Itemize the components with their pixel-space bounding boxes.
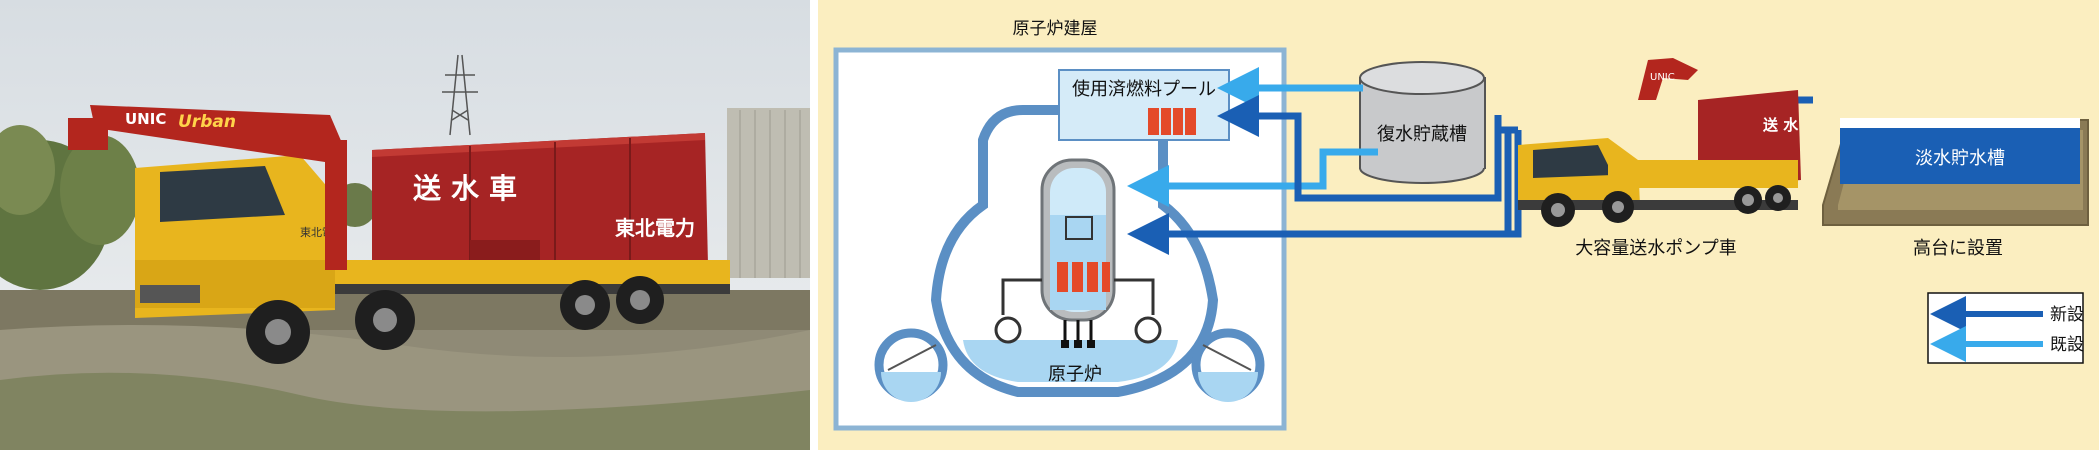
company-logo-text: 東北電力 bbox=[615, 216, 695, 240]
fuel-assembly bbox=[1057, 262, 1110, 292]
power-pylon bbox=[442, 54, 478, 136]
freshwater-tank-label: 淡水貯水槽 bbox=[1915, 148, 2005, 169]
spent-fuel-pool-label: 使用済燃料プール bbox=[1072, 79, 1216, 100]
legend-new-label: 新設 bbox=[2050, 305, 2084, 325]
pump-truck-photo: 送水車 東北電力 東北電力 UNIC Urban bbox=[0, 0, 810, 450]
reactor-label: 原子炉 bbox=[1048, 364, 1102, 385]
elevated-label: 高台に設置 bbox=[1913, 238, 2003, 259]
water-supply-diagram: 原子炉建屋 bbox=[818, 0, 2099, 450]
building-title: 原子炉建屋 bbox=[1013, 19, 1098, 39]
condensate-tank-label: 復水貯蔵槽 bbox=[1377, 124, 1467, 145]
pump-truck: 送水車 東北電力 東北電力 UNIC Urban bbox=[68, 105, 730, 364]
legend bbox=[1927, 292, 2084, 364]
crane-brand-text: UNIC bbox=[125, 110, 166, 128]
spent-fuel-pool bbox=[1058, 69, 1230, 141]
warehouse bbox=[727, 108, 810, 278]
crane-model-text: Urban bbox=[178, 112, 236, 132]
pump-truck-illustration: UNIC 送 水 bbox=[1518, 58, 1801, 227]
svg-text:UNIC: UNIC bbox=[1650, 72, 1675, 83]
freshwater-tank bbox=[1840, 118, 2080, 184]
wheels bbox=[246, 276, 664, 364]
legend-existing-label: 既設 bbox=[2050, 335, 2084, 355]
pump-truck-label: 大容量送水ポンプ車 bbox=[1575, 238, 1736, 259]
condensate-storage-tank bbox=[1359, 61, 1486, 184]
truck-sign-text: 送水車 bbox=[413, 172, 527, 205]
svg-text:送 水: 送 水 bbox=[1762, 116, 1799, 134]
trees bbox=[0, 125, 377, 290]
